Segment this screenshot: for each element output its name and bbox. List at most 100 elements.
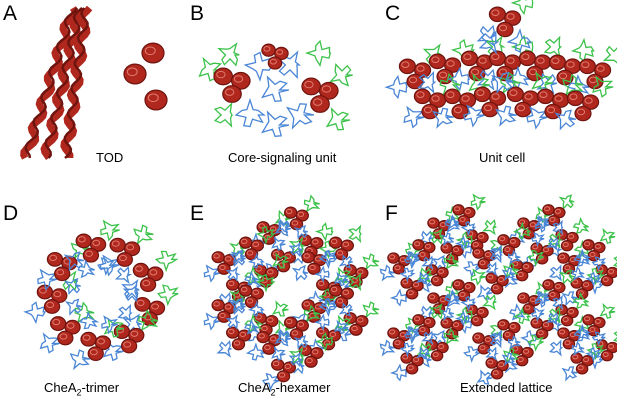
helix-highlight [529, 297, 536, 303]
core-signaling-unit-illustration [198, 39, 353, 137]
helix-highlight [312, 349, 319, 355]
helix-highlight [504, 247, 511, 252]
helix-highlight [59, 333, 68, 340]
chew-domain [255, 274, 276, 293]
helix-highlight [543, 322, 550, 328]
helix-highlight [321, 85, 332, 93]
chew-protein [217, 42, 240, 67]
chew-domain [103, 317, 125, 338]
helix-highlight [267, 269, 274, 275]
chea-domain [271, 236, 286, 251]
helix-highlight [529, 222, 536, 228]
helix-highlight [442, 244, 449, 250]
helix-highlight [559, 329, 566, 335]
helix-highlight [82, 334, 91, 341]
chea-domain [416, 346, 430, 361]
helix-highlight [149, 269, 158, 276]
chea-domain [585, 271, 601, 288]
helix-highlight [276, 49, 284, 55]
helix-highlight [491, 93, 500, 100]
chea-domain [384, 74, 408, 100]
helix-highlight [509, 89, 518, 96]
chea-protein [285, 103, 315, 130]
helix-highlight [225, 88, 235, 96]
helix-highlight [304, 80, 314, 89]
chea-domain [416, 271, 430, 286]
tod-bundle [20, 6, 79, 160]
helix-highlight [523, 263, 530, 269]
helix-highlight [135, 265, 143, 272]
helix-highlight [92, 239, 101, 247]
chea-domain [536, 289, 550, 305]
helix-highlight [56, 269, 65, 276]
chew-domain [133, 224, 154, 246]
helix-highlight [584, 241, 591, 247]
chea-domain [574, 248, 592, 264]
chea-domain [64, 298, 83, 316]
helix-highlight [272, 360, 280, 367]
helix-highlight [577, 365, 584, 371]
helix-highlight [532, 319, 539, 325]
helix-highlight [267, 317, 274, 323]
helix-highlight [559, 254, 566, 260]
helix-highlight [554, 283, 561, 289]
helix-highlight [461, 95, 470, 102]
helix-highlight [583, 357, 590, 363]
chea-domain [78, 310, 100, 330]
chea-domain [446, 289, 461, 305]
helix-highlight [357, 317, 364, 323]
helix-highlight [258, 223, 265, 229]
chea-domain [561, 366, 578, 382]
chew-domain [303, 304, 321, 323]
helix-highlight [568, 308, 575, 314]
chea-domain [97, 257, 116, 276]
helix-highlight [291, 330, 299, 336]
helix-highlight [53, 290, 62, 298]
chea-domain [379, 339, 396, 357]
helix-highlight [402, 354, 409, 360]
helix-highlight [219, 264, 226, 271]
helix-highlight [46, 301, 55, 309]
helix-highlight [297, 321, 305, 327]
chew-domain [481, 294, 497, 311]
helix-highlight [546, 106, 556, 114]
helix-highlight [297, 211, 305, 217]
chew-protein [325, 107, 351, 131]
helix-highlight [130, 330, 139, 337]
helix-highlight [478, 57, 487, 64]
chea-domain [247, 252, 265, 269]
chea-domain [230, 249, 246, 264]
helix-highlight [594, 243, 601, 249]
chew-protein [304, 39, 332, 68]
helix-highlight [126, 67, 138, 77]
helix-highlight [413, 357, 420, 363]
helix-highlight [278, 372, 286, 378]
helix-highlight [431, 95, 440, 102]
chea-domain [552, 219, 564, 235]
unit-cell-illustration [384, 0, 617, 131]
chew-domain [154, 250, 179, 273]
helix-highlight [119, 254, 127, 262]
helix-highlight [317, 328, 325, 335]
helix-highlight [213, 301, 220, 307]
chea-domain [585, 346, 601, 363]
chea-domain [406, 250, 420, 266]
chew-domain [547, 231, 563, 249]
chea-protein [478, 30, 500, 55]
chew-domain [570, 37, 595, 62]
receptor-helix [213, 67, 234, 86]
helix-highlight [499, 321, 506, 327]
chea-domain [320, 297, 337, 314]
helix-highlight [407, 365, 414, 371]
helix-highlight [111, 240, 120, 247]
panel-letter-b: B [190, 2, 205, 25]
helix-highlight [336, 250, 344, 256]
helix-highlight [528, 68, 538, 76]
chew-domain [137, 309, 159, 332]
helix-highlight [255, 266, 262, 272]
helix-highlight [329, 331, 337, 337]
chew-domain [347, 272, 362, 292]
helix-highlight [464, 208, 471, 214]
chea-protein [491, 71, 514, 94]
chea-domain [275, 218, 291, 234]
